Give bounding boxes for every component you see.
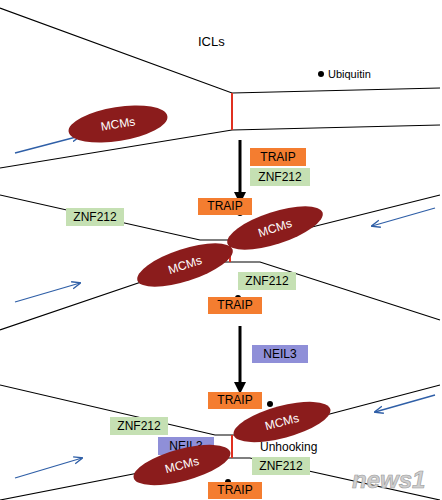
protein-box: ZNF212 bbox=[250, 168, 310, 186]
ellipse-fill bbox=[66, 99, 170, 148]
protein-box: NEIL3 bbox=[252, 345, 308, 363]
node-label: TRAIP bbox=[260, 151, 295, 164]
ellipse-fill bbox=[223, 197, 328, 258]
ellipse-fill bbox=[133, 234, 238, 295]
protein-box: TRAIP bbox=[250, 148, 306, 166]
legend-entry: Ubiquitin bbox=[318, 68, 371, 80]
node-label: ZNF212 bbox=[73, 211, 116, 224]
step-arrow bbox=[239, 140, 242, 388]
protein-box: TRAIP bbox=[208, 392, 262, 409]
node-label: TRAIP bbox=[207, 200, 242, 213]
process-label: Unhooking bbox=[260, 440, 317, 454]
protein-box: TRAIP bbox=[208, 482, 262, 499]
crosslink-label: ICLs bbox=[198, 34, 225, 49]
dna-strands bbox=[0, 8, 440, 500]
protein-box: TRAIP bbox=[198, 198, 252, 215]
protein-box: ZNF212 bbox=[238, 272, 296, 290]
watermark: news1 bbox=[352, 466, 425, 494]
node-label: ZNF212 bbox=[259, 460, 302, 473]
direction-arrow bbox=[15, 136, 435, 478]
node-label: ZNF212 bbox=[117, 420, 160, 433]
protein-box: ZNF212 bbox=[66, 208, 124, 226]
node-label: ZNF212 bbox=[258, 171, 301, 184]
node-label: NEIL3 bbox=[263, 348, 296, 361]
legend-swatch bbox=[318, 71, 324, 77]
helicase-ellipse: MCMs bbox=[133, 234, 238, 295]
node-label: TRAIP bbox=[217, 299, 252, 312]
legend-text: Ubiquitin bbox=[328, 68, 371, 80]
protein-box: TRAIP bbox=[208, 297, 262, 314]
node-label: ZNF212 bbox=[245, 275, 288, 288]
node-label: TRAIP bbox=[217, 394, 252, 407]
protein-box: ZNF212 bbox=[110, 417, 168, 435]
helicase-ellipse: MCMs bbox=[66, 99, 170, 148]
node-label: TRAIP bbox=[217, 484, 252, 497]
protein-box: ZNF212 bbox=[252, 457, 310, 475]
